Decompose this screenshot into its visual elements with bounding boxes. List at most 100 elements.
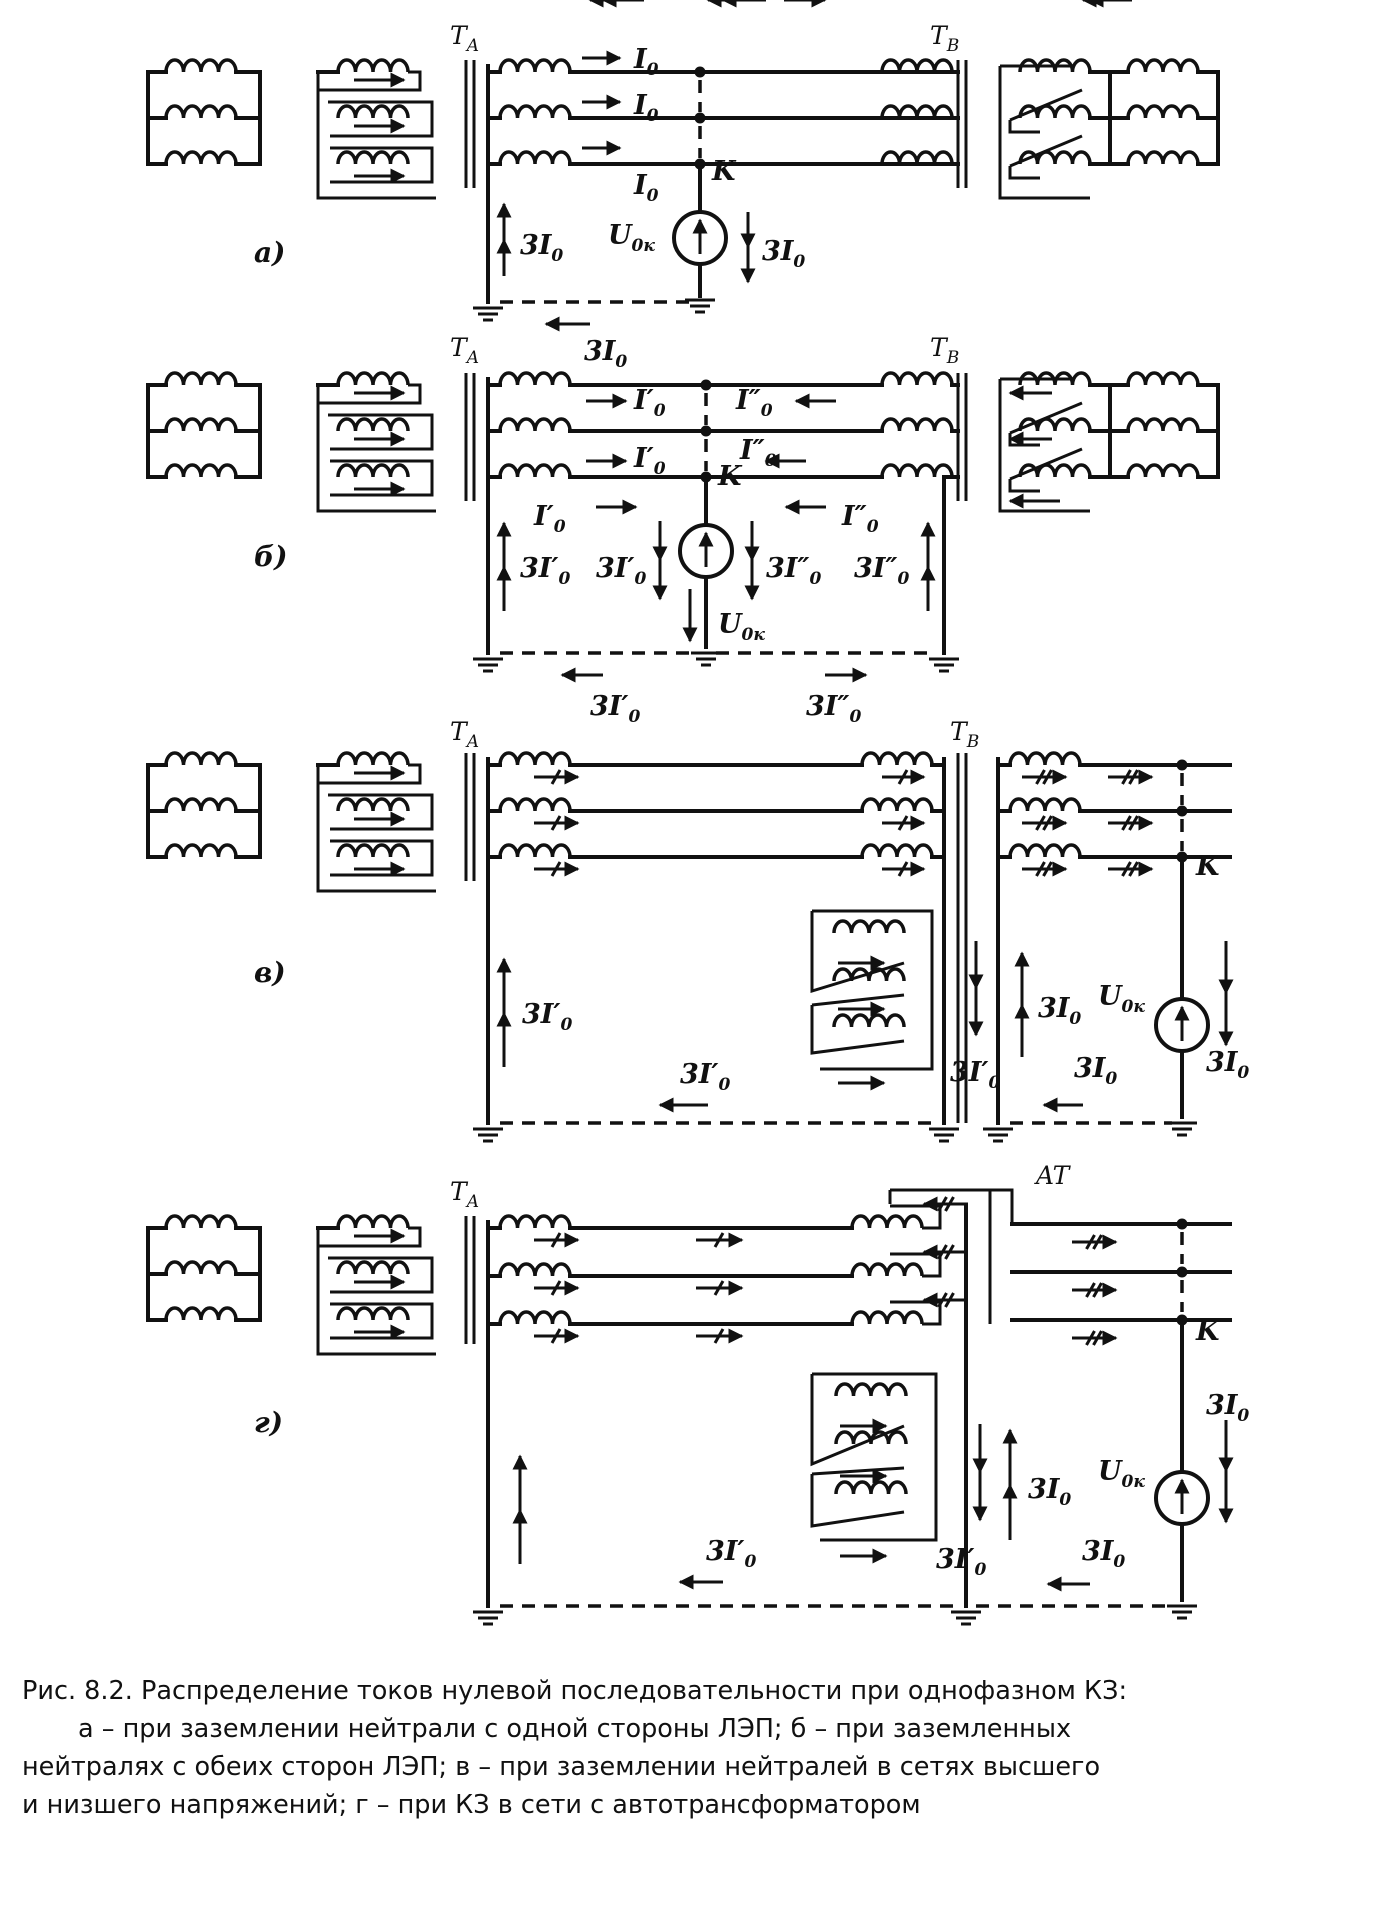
arrow-tick [1121, 861, 1132, 877]
winding-coil [1008, 797, 1082, 813]
transformer-ta-windings [146, 1214, 476, 1356]
transformer-ta-windings [146, 58, 476, 200]
ticked-current-arrow [922, 1196, 968, 1212]
transformer-label-ta: TA [450, 717, 479, 752]
winding-coil [834, 1480, 908, 1496]
ticked-current-arrow [534, 861, 580, 877]
delta-winding [316, 70, 436, 200]
winding-coil [850, 1214, 924, 1230]
ticked-current-arrow [534, 815, 580, 831]
source-label: U0к [1098, 981, 1145, 1017]
panel-letter-b: б) [254, 540, 287, 573]
winding-coil [1126, 417, 1200, 433]
winding-coil [834, 1430, 908, 1446]
arrow-tick [1085, 1282, 1096, 1298]
winding-coil [1126, 150, 1200, 166]
ticked-current-arrow [1108, 815, 1154, 831]
winding-coil [336, 751, 410, 767]
ground-symbol [1165, 1604, 1199, 1620]
source-label: U0к [608, 220, 655, 256]
transformer-tb-windings [956, 58, 1220, 200]
current-label-line2-left: I′0 [633, 443, 666, 479]
winding-coil [336, 797, 410, 813]
arrow-tick [1035, 769, 1046, 785]
ground-symbol [949, 1610, 983, 1626]
current-label-ground-left: 3I′0 [590, 691, 641, 727]
winding-coil [336, 1214, 410, 1230]
winding-coil [880, 463, 954, 479]
winding-coil [880, 417, 954, 433]
delta-winding [998, 64, 1090, 200]
winding-coil [850, 1262, 924, 1278]
caption-line-3: нейтралях с обеих сторон ЛЭП; в – при за… [22, 1752, 1101, 1782]
arrow-tick [713, 1232, 725, 1248]
current-label-ground-left: 3I′0 [680, 1059, 731, 1095]
winding-coil [164, 797, 238, 813]
double-current-arrow [784, 0, 868, 683]
winding-coil [832, 1013, 906, 1029]
arrow-tick [550, 861, 562, 877]
ticked-current-arrow [696, 1232, 744, 1248]
double-current-arrow [544, 0, 634, 332]
current-label-line1-left: I′0 [633, 385, 666, 421]
winding-coil [498, 104, 572, 120]
winding-coil [498, 1310, 572, 1326]
transformer-tb-windings [956, 371, 1220, 513]
voltage-source [672, 210, 728, 266]
winding-coil [164, 417, 238, 433]
arrow-tick [550, 815, 562, 831]
junction-dot [1176, 759, 1188, 771]
winding-coil [336, 1260, 410, 1276]
arrow-tick [1121, 769, 1132, 785]
voltage-source [1154, 997, 1210, 1053]
arrow-tick [1128, 769, 1139, 785]
winding-coil [1008, 843, 1082, 859]
transformer-label-tb: TB [950, 717, 979, 752]
ground-symbol [471, 1127, 505, 1143]
arrow-tick [897, 861, 909, 877]
current-label-source-right: 3I″0 [766, 553, 821, 589]
current-label-neutral-right: 3I″0 [854, 553, 909, 589]
arrow-tick [550, 769, 562, 785]
winding-coil [336, 1306, 410, 1322]
source-label: U0к [1098, 1456, 1145, 1492]
current-label-tb-lv: 3I0 [1038, 993, 1081, 1029]
ground-symbol [683, 298, 717, 314]
winding-coil [164, 104, 238, 120]
current-label-at-right: 3I0 [1028, 1474, 1071, 1510]
arrow-tick [944, 1292, 955, 1308]
ticked-current-arrow [922, 1292, 968, 1308]
ground-symbol [471, 657, 505, 673]
arrow-tick [897, 815, 909, 831]
winding-coil [336, 104, 410, 120]
arrow-tick [937, 1244, 948, 1260]
current-label-line3-right: I″0 [841, 501, 879, 537]
winding-coil [164, 1306, 238, 1322]
transformer-label-tb: TB [930, 333, 959, 368]
winding-coil [498, 371, 572, 387]
tb-delta-winding [810, 909, 934, 1091]
autotransformer-label: AT [1034, 1161, 1072, 1190]
transformer-ta-windings [146, 751, 476, 893]
current-label-at-left: 3I′0 [936, 1544, 987, 1580]
delta-winding [316, 1226, 436, 1356]
arrow-tick [1035, 815, 1046, 831]
caption-line-1: Рис. 8.2. Распределение токов нулевой по… [22, 1676, 1128, 1706]
ticked-current-arrow [696, 1280, 744, 1296]
winding-coil [880, 371, 954, 387]
winding-coil [336, 371, 410, 387]
arrow-tick [1042, 861, 1053, 877]
junction-dot [700, 425, 712, 437]
winding-coil [498, 751, 572, 767]
voltage-source [678, 523, 734, 579]
winding-coil [498, 58, 572, 74]
winding-coil [164, 371, 238, 387]
caption-line-2: а – при заземлении нейтрали с одной стор… [78, 1714, 1072, 1744]
winding-coil [164, 463, 238, 479]
ticked-current-arrow [534, 1232, 580, 1248]
current-label-line1-right: I″0 [735, 385, 773, 421]
